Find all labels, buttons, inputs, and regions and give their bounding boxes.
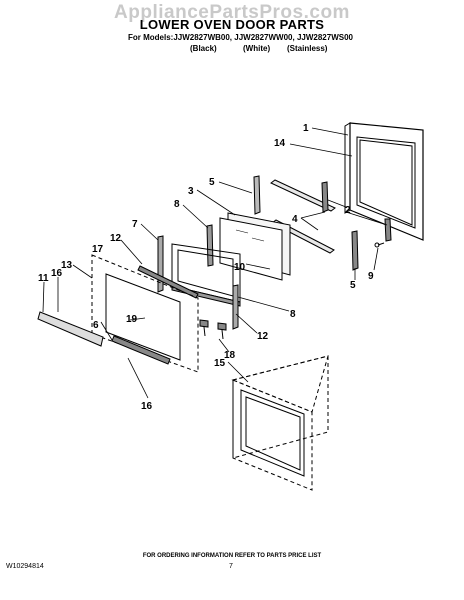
callout-19: 19: [126, 314, 138, 325]
door-liner: [91, 254, 199, 373]
callout-8-lower: 8: [290, 309, 296, 320]
callout-5-lower: 5: [350, 280, 356, 291]
side-trim-right: [232, 284, 239, 330]
door-rail: [137, 265, 199, 299]
page-number: 7: [229, 563, 233, 570]
callout-9: 9: [368, 271, 374, 282]
finish-stainless: (Stainless): [287, 44, 328, 53]
glass-spacer-upper: [206, 224, 214, 267]
oven-cavity-wrapper: [231, 355, 329, 491]
hinge-bracket-lower: [351, 230, 359, 271]
callout-13: 13: [61, 260, 73, 271]
model-list: For Models:JJW2827WB00, JJW2827WW00, JJW…: [128, 33, 353, 42]
callout-3: 3: [188, 186, 194, 197]
hinge-bracket-upper: [253, 175, 261, 215]
glass-panels: [219, 212, 291, 281]
leader-lines: [42, 127, 388, 399]
callout-4: 4: [292, 214, 298, 225]
callout-labels: 1 14 3 5 8 2 4 7 12 17 10 9 5 13 11 16 6…: [38, 123, 374, 412]
callout-12-upper: 12: [110, 233, 122, 244]
finish-white: (White): [243, 44, 271, 53]
outer-door-panel: [344, 122, 424, 241]
door-screws: [199, 319, 227, 340]
side-trim-left: [157, 235, 164, 293]
page-title: LOWER OVEN DOOR PARTS: [139, 17, 325, 32]
callout-2: 2: [345, 205, 351, 216]
callout-5-upper: 5: [209, 177, 215, 188]
callout-14: 14: [274, 138, 286, 149]
watermark: AppliancePartsPros.com: [114, 2, 350, 23]
ordering-note: FOR ORDERING INFORMATION REFER TO PARTS …: [142, 553, 322, 559]
callout-17: 17: [92, 244, 104, 255]
door-handle: [37, 311, 171, 365]
document-number: W10294814: [6, 563, 44, 570]
screw: [374, 242, 385, 248]
callout-15: 15: [214, 358, 226, 369]
callout-18: 18: [224, 350, 236, 361]
callout-11: 11: [38, 273, 49, 284]
finish-black: (Black): [190, 44, 217, 53]
callout-12-lower: 12: [257, 331, 269, 342]
callout-8-upper: 8: [174, 199, 180, 210]
callout-16-upper: 16: [51, 268, 63, 279]
callout-16-lower: 16: [141, 401, 153, 412]
callout-6: 6: [93, 320, 99, 331]
callout-10: 10: [234, 262, 246, 273]
callout-7: 7: [132, 219, 138, 230]
callout-1: 1: [303, 123, 309, 134]
